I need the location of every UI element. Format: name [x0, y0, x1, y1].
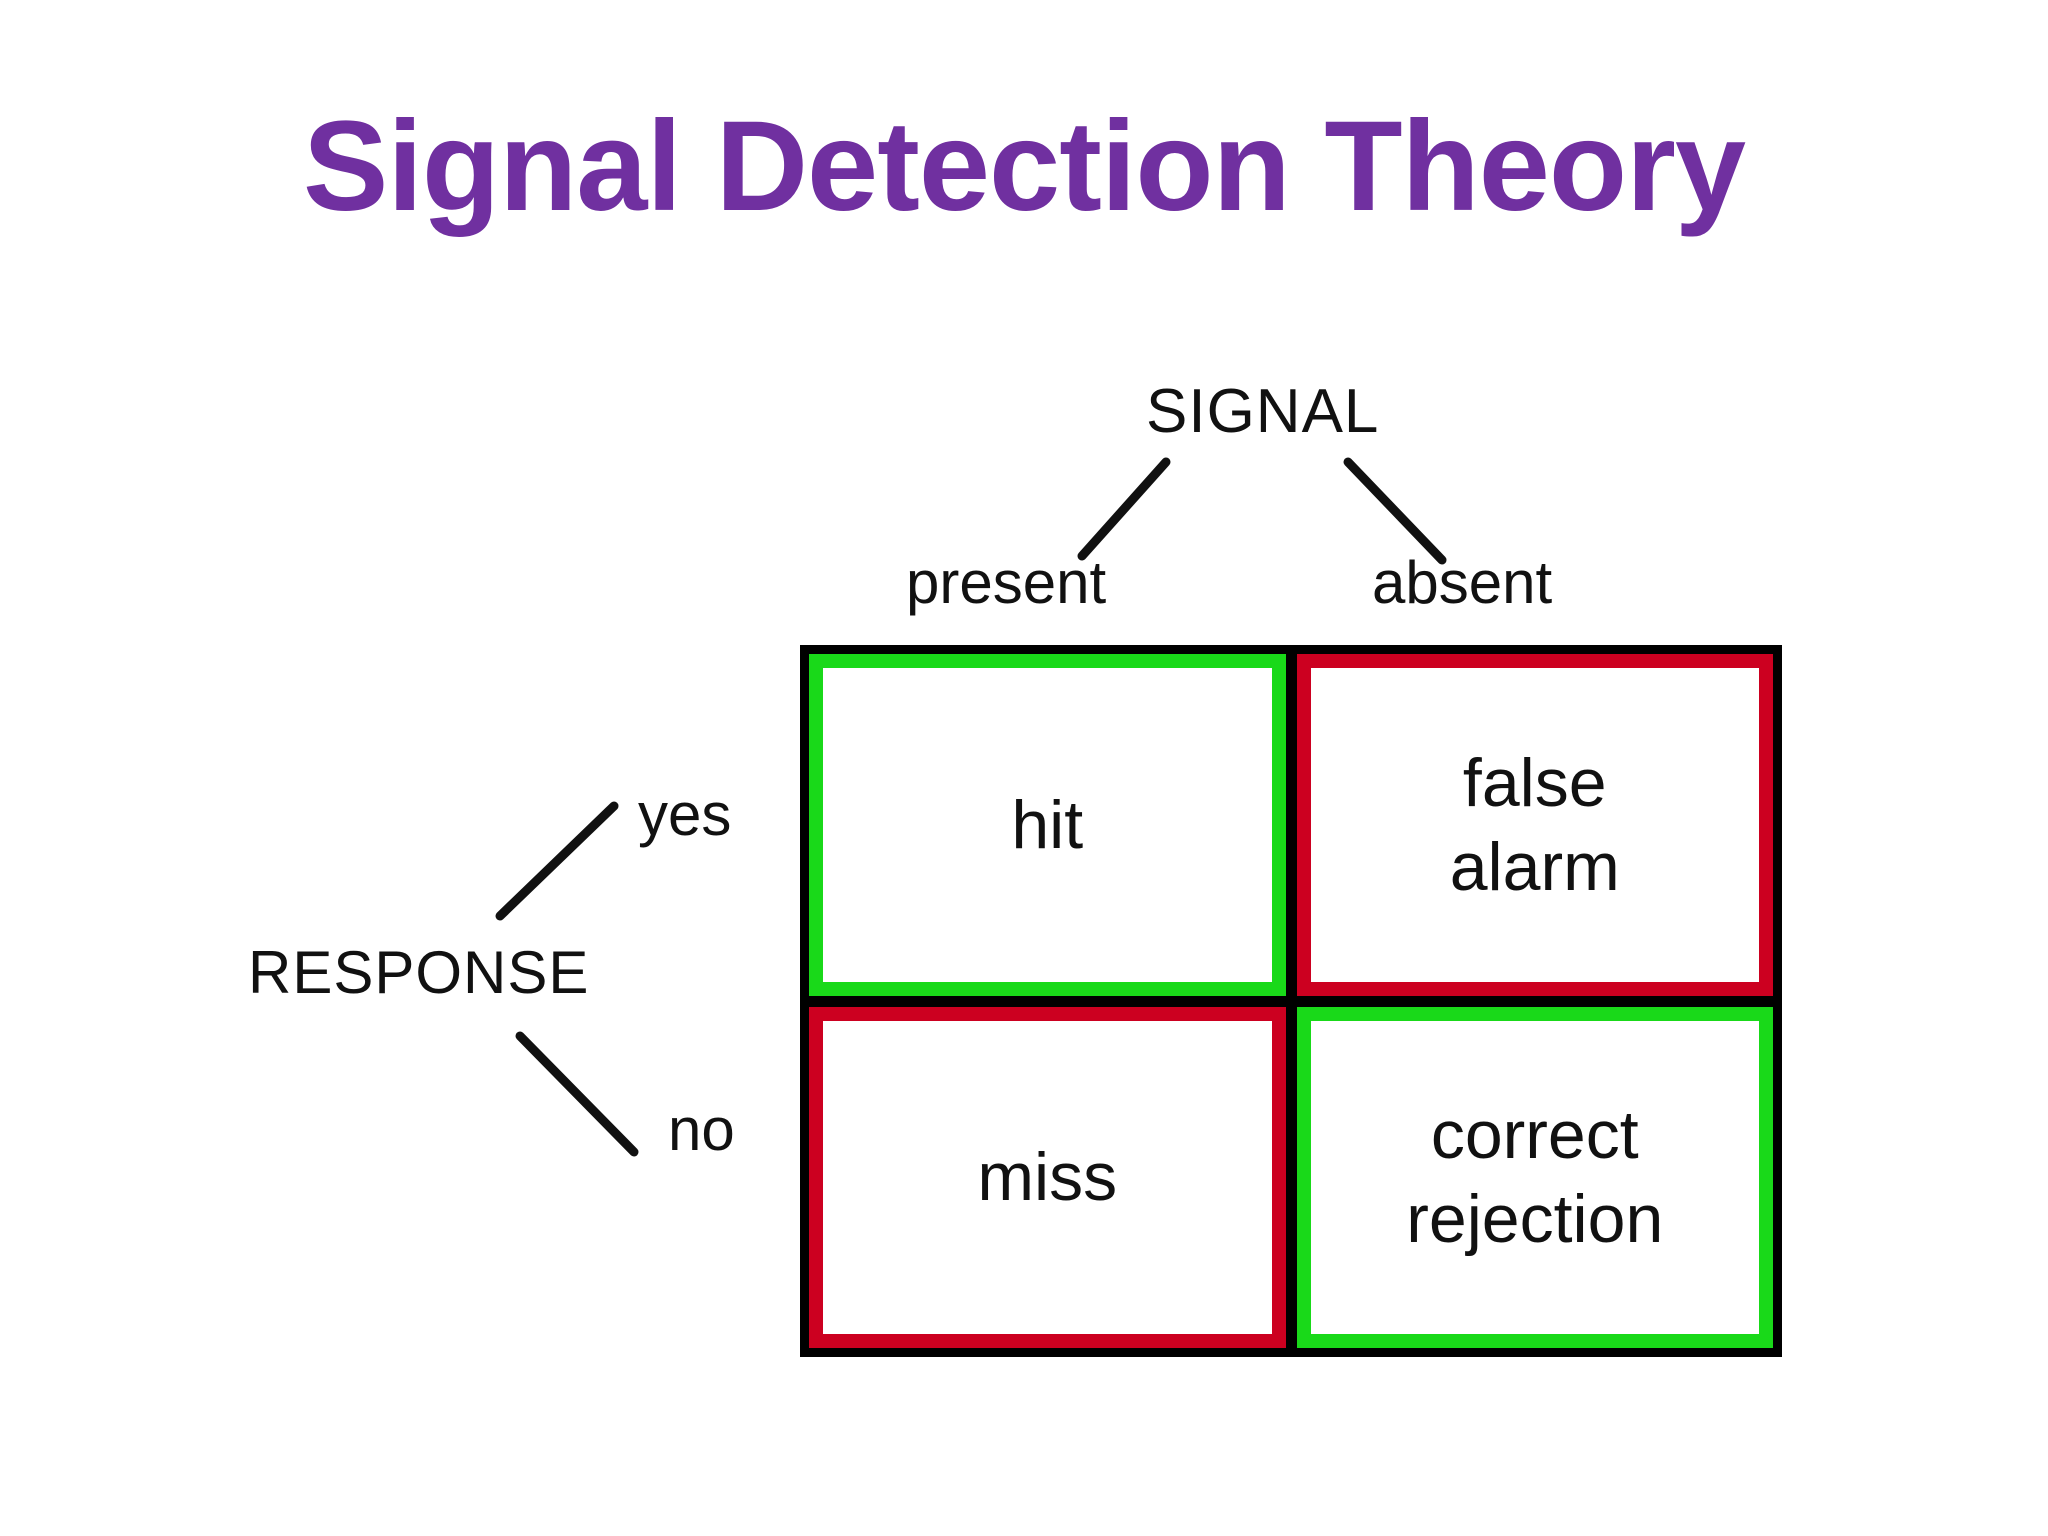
false-alarm-line-1: false: [1462, 744, 1607, 821]
connector-response-yes: [495, 801, 619, 921]
response-axis-label: RESPONSE: [248, 939, 590, 1006]
connector-response-no: [515, 1031, 639, 1157]
row-label-no: no: [668, 1096, 735, 1163]
matrix-cell-miss-label: miss: [977, 1139, 1118, 1216]
correct-rejection-line-2: rejection: [1406, 1181, 1664, 1258]
outcome-matrix: hit false alarm miss correct rejection: [800, 645, 1782, 1357]
false-alarm-line-2: alarm: [1449, 828, 1620, 905]
connector-signal-present: [1077, 457, 1171, 561]
matrix-cell-hit-label: hit: [1011, 786, 1084, 863]
page-title: Signal Detection Theory: [302, 95, 1746, 238]
matrix-cell-hit: hit: [809, 654, 1286, 996]
matrix-cell-false-alarm: false alarm: [1296, 654, 1773, 996]
matrix-cell-correct-rejection: correct rejection: [1296, 1006, 1773, 1348]
column-label-absent: absent: [1372, 549, 1553, 616]
column-label-present: present: [906, 549, 1107, 616]
connector-signal-absent: [1343, 457, 1447, 565]
matrix-cell-false-alarm-label: false alarm: [1450, 741, 1620, 909]
matrix-cell-correct-rejection-label: correct rejection: [1406, 1093, 1663, 1261]
row-label-yes: yes: [638, 781, 732, 848]
matrix-cell-miss: miss: [809, 1006, 1286, 1348]
correct-rejection-line-1: correct: [1430, 1097, 1639, 1174]
signal-axis-label: SIGNAL: [1146, 377, 1380, 446]
